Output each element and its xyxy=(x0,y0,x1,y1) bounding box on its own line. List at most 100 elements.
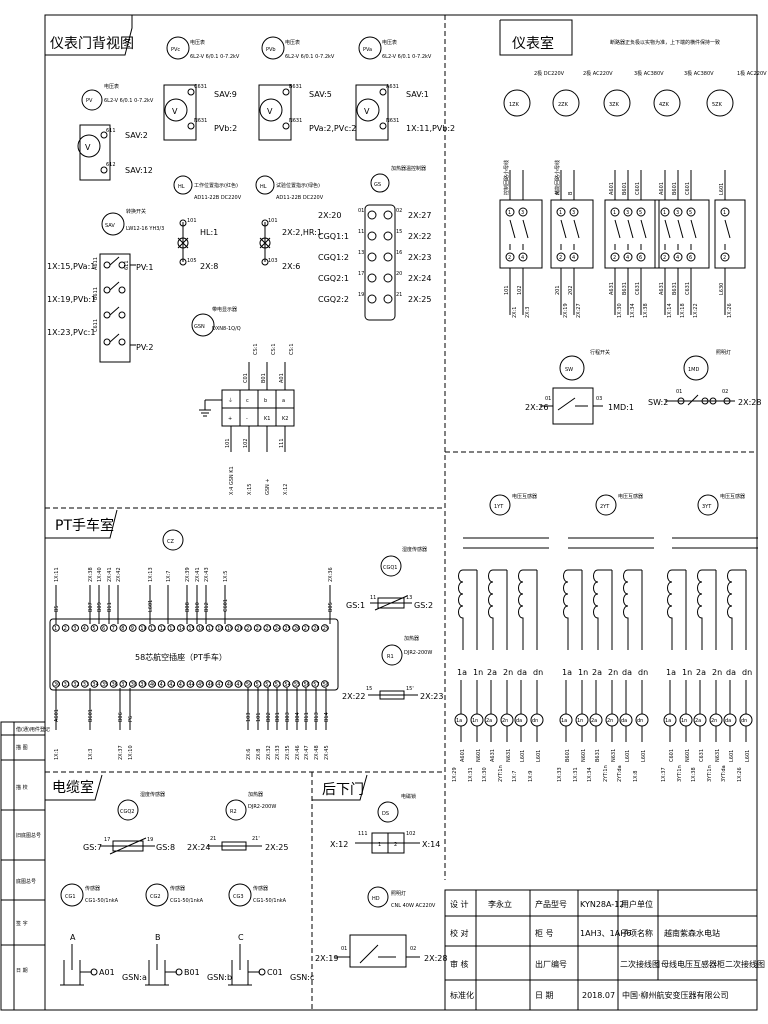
sav-title: 转换开关 xyxy=(126,208,146,215)
plug-pin-bottom xyxy=(167,680,175,688)
gsn-cell-top: a xyxy=(282,398,285,404)
side-label-4: 底图总号 xyxy=(16,878,36,885)
hd-right: 2X:28 xyxy=(424,954,447,963)
md-lamp: 1MD 照明灯 SW:2 01 02 2X:28 xyxy=(648,349,761,407)
breaker-wire-top: A601 xyxy=(659,182,665,195)
sav-term-1: B611 xyxy=(93,287,99,300)
sav-contact xyxy=(103,286,111,294)
plug-pin-num: 20 xyxy=(236,626,242,632)
tb-fac-label: 出厂编号 xyxy=(535,959,567,969)
pt-col-label: 1n xyxy=(473,668,483,677)
gsn-top-ref: CS:1 xyxy=(271,343,277,355)
r1-left: 2X:22 xyxy=(342,692,365,701)
cg-phase: A xyxy=(70,933,76,942)
pt-winding xyxy=(488,569,508,650)
plug-pin-num: 18 xyxy=(217,626,223,632)
breaker-body xyxy=(604,199,660,269)
gs-left-term xyxy=(367,294,377,304)
hl2-t2-id: 2X:6 xyxy=(282,262,300,271)
gs-left-id: CGQ1:1 xyxy=(318,232,349,241)
pt-wire-name: A601 xyxy=(460,749,466,762)
pv-spec: 6L2-V 6/0.1 0-7.2kV xyxy=(104,98,154,104)
pt-winding xyxy=(727,569,747,650)
breaker-symbol-circle xyxy=(653,89,681,117)
plug-pin-bottom xyxy=(292,680,300,688)
pt-col-label: 1a xyxy=(562,668,572,677)
sav-link xyxy=(109,333,120,343)
breaker-top-term xyxy=(556,207,566,217)
ds-lock: DS 电磁锁 1 2 X:12 111 102 X:14 xyxy=(330,793,440,854)
gsn-bot-id: X:15 xyxy=(247,484,253,495)
breaker-top-term xyxy=(686,207,696,217)
plug-pin-num: 51 xyxy=(256,682,262,688)
meter-symbol-circle xyxy=(261,36,285,60)
pt-symbol-circle xyxy=(489,494,511,516)
tb-date: 2018.07 xyxy=(582,991,615,1000)
breaker-wire-id: 1X:18 xyxy=(680,303,686,318)
pt-wire-id: 1X:31 xyxy=(468,767,474,782)
plug-pin-top xyxy=(90,624,99,632)
pt-wire-id: 1X:30 xyxy=(482,767,488,782)
breaker-wire-bot: 101 xyxy=(504,285,510,295)
breaker-body xyxy=(654,199,710,269)
breaker-wire-id: 1X:26 xyxy=(727,303,733,318)
breaker-bot-num: 6 xyxy=(689,255,692,261)
plug-bot-id: 2X:47 xyxy=(304,745,310,760)
meter-row2-id: PVa:2,PVc:2 xyxy=(309,124,356,133)
gsn-bot-id: X:4 GSN K1 xyxy=(229,466,235,495)
pt-symbol-circle xyxy=(595,494,617,516)
section-pt-trolley-label: PT手车室 xyxy=(55,517,114,534)
cgq1-right: GS:2 xyxy=(414,601,433,610)
plug-pin-num: 34 xyxy=(92,682,98,688)
sav-term-3: 611 xyxy=(124,260,130,270)
pt-wire-id: 1X:31 xyxy=(573,767,579,782)
breaker-top-num: 1 xyxy=(613,210,616,216)
gs-right-term-num: 20 xyxy=(396,271,402,277)
breaker-spec: 3极 AC380V xyxy=(634,70,664,77)
gs-left-term xyxy=(367,273,377,283)
pt-col-label: da xyxy=(726,668,736,677)
gs-right-term-num: 16 xyxy=(396,250,402,256)
pt-col-label: 2a xyxy=(487,668,497,677)
sav-contact xyxy=(118,261,126,269)
plug-bot-id: 2X:35 xyxy=(285,745,291,760)
meter-term-1 xyxy=(187,88,195,96)
plug-pin-num: 6 xyxy=(102,626,105,632)
ds-mid-1: 2 xyxy=(394,842,397,848)
md-left: SW:2 xyxy=(648,398,668,407)
plug-top-wire-name: L601 xyxy=(148,600,154,612)
r2-title: 加热器 xyxy=(248,791,263,798)
plug-bot-wire-name: B06 xyxy=(118,712,124,722)
sav-term-2: C611 xyxy=(93,319,99,332)
plug-pin-num: 42 xyxy=(169,682,175,688)
plug-bot-id: 2X:6 xyxy=(246,749,252,760)
plug-pin-num: 55 xyxy=(294,682,300,688)
pt-title: 电压互感器 xyxy=(512,493,537,500)
plug-pin-top xyxy=(196,624,204,632)
cg-title: 传感器 xyxy=(85,885,100,892)
cg-symbol-circle xyxy=(60,883,84,907)
pt-wire-name: L601 xyxy=(729,750,735,762)
plug-bot-wire-name: B11 xyxy=(304,712,310,722)
sav-link xyxy=(109,256,120,266)
pv-meter: PV 电压表 6L2-V 6/0.1 0-7.2kV V 611 SAV:2 6… xyxy=(77,83,154,181)
tb-cab: 1AH3、1AH6 xyxy=(580,929,631,938)
plug-cz: CZ xyxy=(167,539,174,545)
breaker-top-term xyxy=(636,207,646,217)
pt-winding xyxy=(623,569,643,650)
sav-contact xyxy=(118,338,126,346)
gs-right-id: 2X:22 xyxy=(408,232,431,241)
pt-term-label: 2n xyxy=(711,718,717,724)
pt-winding xyxy=(593,569,613,650)
gs-right-term xyxy=(383,231,393,241)
breaker-label: 储能回路小母线 xyxy=(554,160,561,195)
plug-pin-top xyxy=(177,624,185,632)
breaker-wire-top: B xyxy=(568,191,574,195)
gsn-cell-bot: + xyxy=(228,416,232,422)
